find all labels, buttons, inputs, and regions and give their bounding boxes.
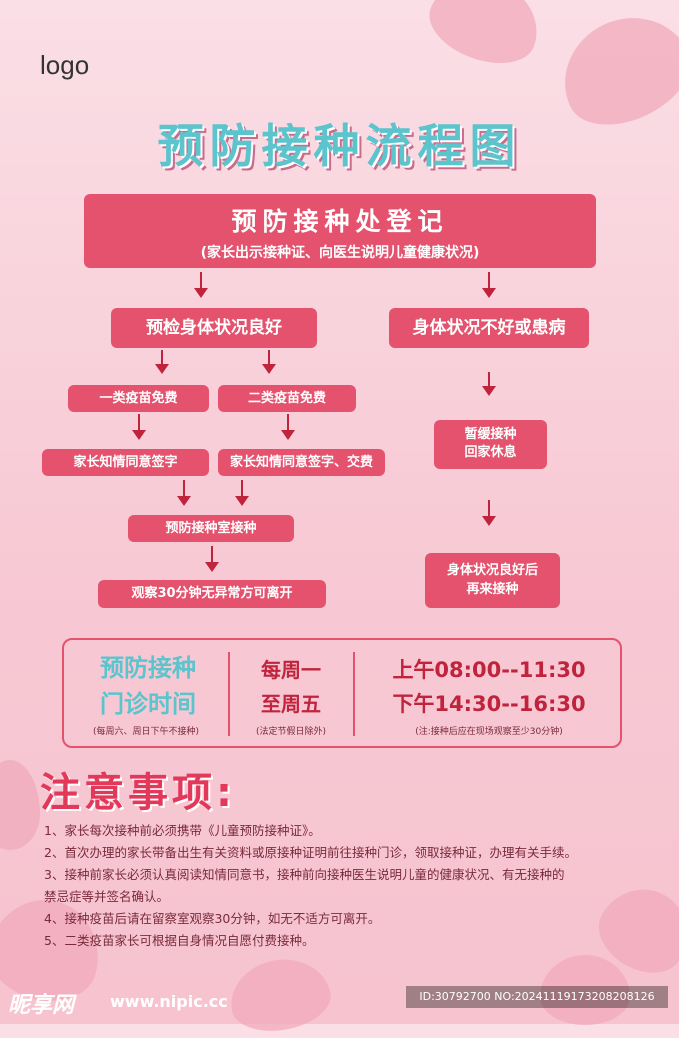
notice-item: 1、家长每次接种前必须携带《儿童预防接种证》。: [44, 823, 321, 838]
flower-decoration: [0, 760, 40, 850]
notice-title: 注意事项:: [40, 770, 236, 816]
notice-item: 3、接种前家长必须认真阅读知情同意书，接种前向接种医生说明儿童的健康状况、有无接…: [44, 867, 565, 882]
notice-item: 2、首次办理的家长带备出生有关资料或原接种证明前往接种门诊，领取接种证，办理有关…: [44, 845, 577, 860]
notice-item: 禁忌症等并签名确认。: [44, 889, 170, 904]
arrow: [132, 414, 146, 440]
notice-item: 4、接种疫苗后请在留察室观察30分钟，如无不适方可离开。: [44, 911, 381, 926]
days-note: (法定节假日除外): [255, 727, 327, 737]
good-health-box: 预检身体状况良好: [111, 308, 317, 348]
registration-subtitle: (家长出示接种证、向医生说明儿童健康状况): [200, 245, 480, 261]
arrow: [194, 272, 208, 298]
hours-label-note: (每周六、周日下午不接种): [92, 727, 200, 737]
page-title: 预防接种流程图: [157, 119, 522, 173]
afternoon-hours: 下午14:30--16:30: [392, 692, 586, 716]
bad-health-box: 身体状况不好或患病: [389, 308, 589, 348]
postpone-box: 暂缓接种 回家休息: [434, 420, 547, 469]
class1-vaccine-box: 一类疫苗免费: [68, 385, 209, 412]
arrow: [482, 272, 496, 298]
arrow: [482, 372, 496, 396]
arrow: [281, 414, 295, 440]
flower-decoration: [224, 951, 336, 1038]
arrow: [155, 350, 169, 374]
arrow: [177, 480, 191, 506]
notice-list: 1、家长每次接种前必须携带《儿童预防接种证》。 2、首次办理的家长带备出生有关资…: [44, 820, 644, 952]
logo: logo: [40, 50, 90, 80]
watermark-id: ID:30792700 NO:20241119173208208126: [406, 986, 668, 1008]
morning-hours: 上午08:00--11:30: [392, 658, 586, 682]
divider: [353, 652, 355, 736]
time-note: (注:接种后应在现场观察至少30分钟): [415, 727, 563, 737]
consent1-box: 家长知情同意签字: [42, 449, 209, 476]
class2-vaccine-box: 二类疫苗免费: [218, 385, 356, 412]
arrow: [262, 350, 276, 374]
notice-item: 5、二类疫苗家长可根据自身情况自愿付费接种。: [44, 933, 315, 948]
registration-box: 预防接种处登记 (家长出示接种证、向医生说明儿童健康状况): [84, 194, 596, 268]
watermark-site: 昵享网: [8, 993, 75, 1018]
return-box: 身体状况良好后 再来接种: [425, 553, 560, 608]
return-line2: 再来接种: [466, 582, 519, 597]
observe-box: 观察30分钟无异常方可离开: [98, 580, 326, 608]
arrow: [482, 500, 496, 526]
vaccinate-box: 预防接种室接种: [128, 515, 294, 542]
flower-decoration: [540, 955, 630, 1025]
hours-label-line2: 门诊时间: [100, 690, 196, 718]
days-line2: 至周五: [261, 692, 321, 716]
days-line1: 每周一: [261, 658, 321, 682]
arrow: [205, 546, 219, 572]
divider: [228, 652, 230, 736]
flower-decoration: [419, 0, 551, 77]
return-line1: 身体状况良好后: [446, 563, 538, 578]
arrow: [235, 480, 249, 506]
postpone-line2: 回家休息: [464, 445, 517, 460]
clinic-hours-panel: [62, 638, 622, 748]
postpone-line1: 暂缓接种: [464, 427, 517, 442]
hours-label-line1: 预防接种: [100, 654, 196, 682]
watermark-url: www.nipic.cc: [110, 992, 228, 1011]
registration-title: 预防接种处登记: [231, 207, 449, 236]
consent2-box: 家长知情同意签字、交费: [218, 449, 385, 476]
